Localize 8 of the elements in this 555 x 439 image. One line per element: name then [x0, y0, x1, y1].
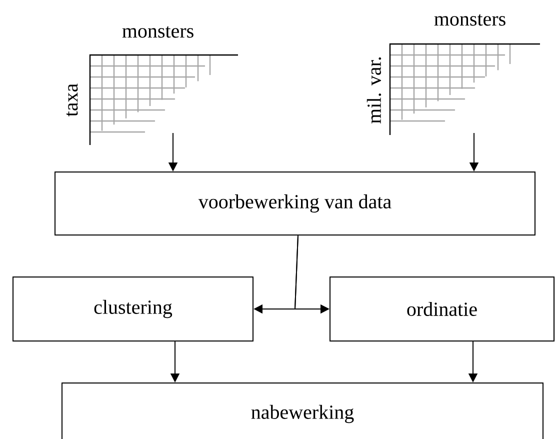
- row-label: mil. var.: [366, 57, 382, 124]
- row-label: taxa: [66, 84, 78, 116]
- process-box: clustering: [12, 276, 254, 342]
- process-box: ordinatie: [330, 276, 554, 342]
- process-box: voorbewerking van data: [54, 172, 536, 236]
- process-box: nabewerking: [62, 382, 544, 439]
- column-label: monsters: [122, 26, 194, 38]
- column-label: monsters: [434, 14, 506, 26]
